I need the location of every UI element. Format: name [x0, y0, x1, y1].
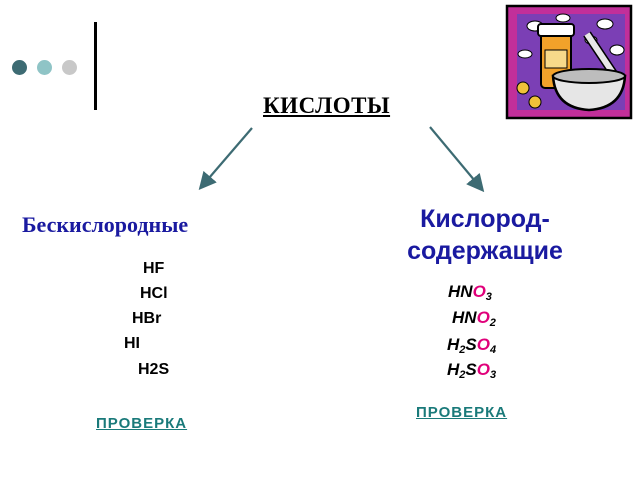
vertical-divider — [94, 22, 97, 110]
bullet-dot-dark — [12, 60, 27, 75]
acid-h2so3: H2SO3 — [447, 360, 497, 381]
heading-line-2: содержащие — [407, 236, 563, 265]
acid-hbr: HBr — [132, 310, 162, 327]
acid-hcl: HCl — [140, 285, 168, 302]
check-link-right[interactable]: ПРОВЕРКА — [416, 404, 508, 421]
acid-hf: HF — [143, 260, 165, 277]
category-oxygen-free-heading: Бескислородные — [22, 212, 189, 237]
acid-hno2: HNO2 — [452, 308, 496, 329]
bullet-dot-grey — [62, 60, 77, 75]
acid-hi: HI — [124, 335, 140, 352]
page-title: КИСЛОТЫ — [263, 93, 391, 118]
heading-line-1: Кислород- — [420, 205, 550, 233]
bullet-dot-light — [37, 60, 52, 75]
acid-hno3: HNO3 — [448, 282, 492, 303]
category-oxygen-containing-heading: Кислород- содержащие — [366, 204, 604, 268]
arrow-left — [198, 127, 253, 191]
arrow-right — [429, 126, 485, 193]
check-link-left[interactable]: ПРОВЕРКА — [96, 415, 188, 432]
mortar-pestle-pills-icon — [505, 4, 633, 120]
acid-h2so4: H2SO4 — [447, 335, 497, 356]
acid-h2s: H2S — [138, 361, 170, 378]
